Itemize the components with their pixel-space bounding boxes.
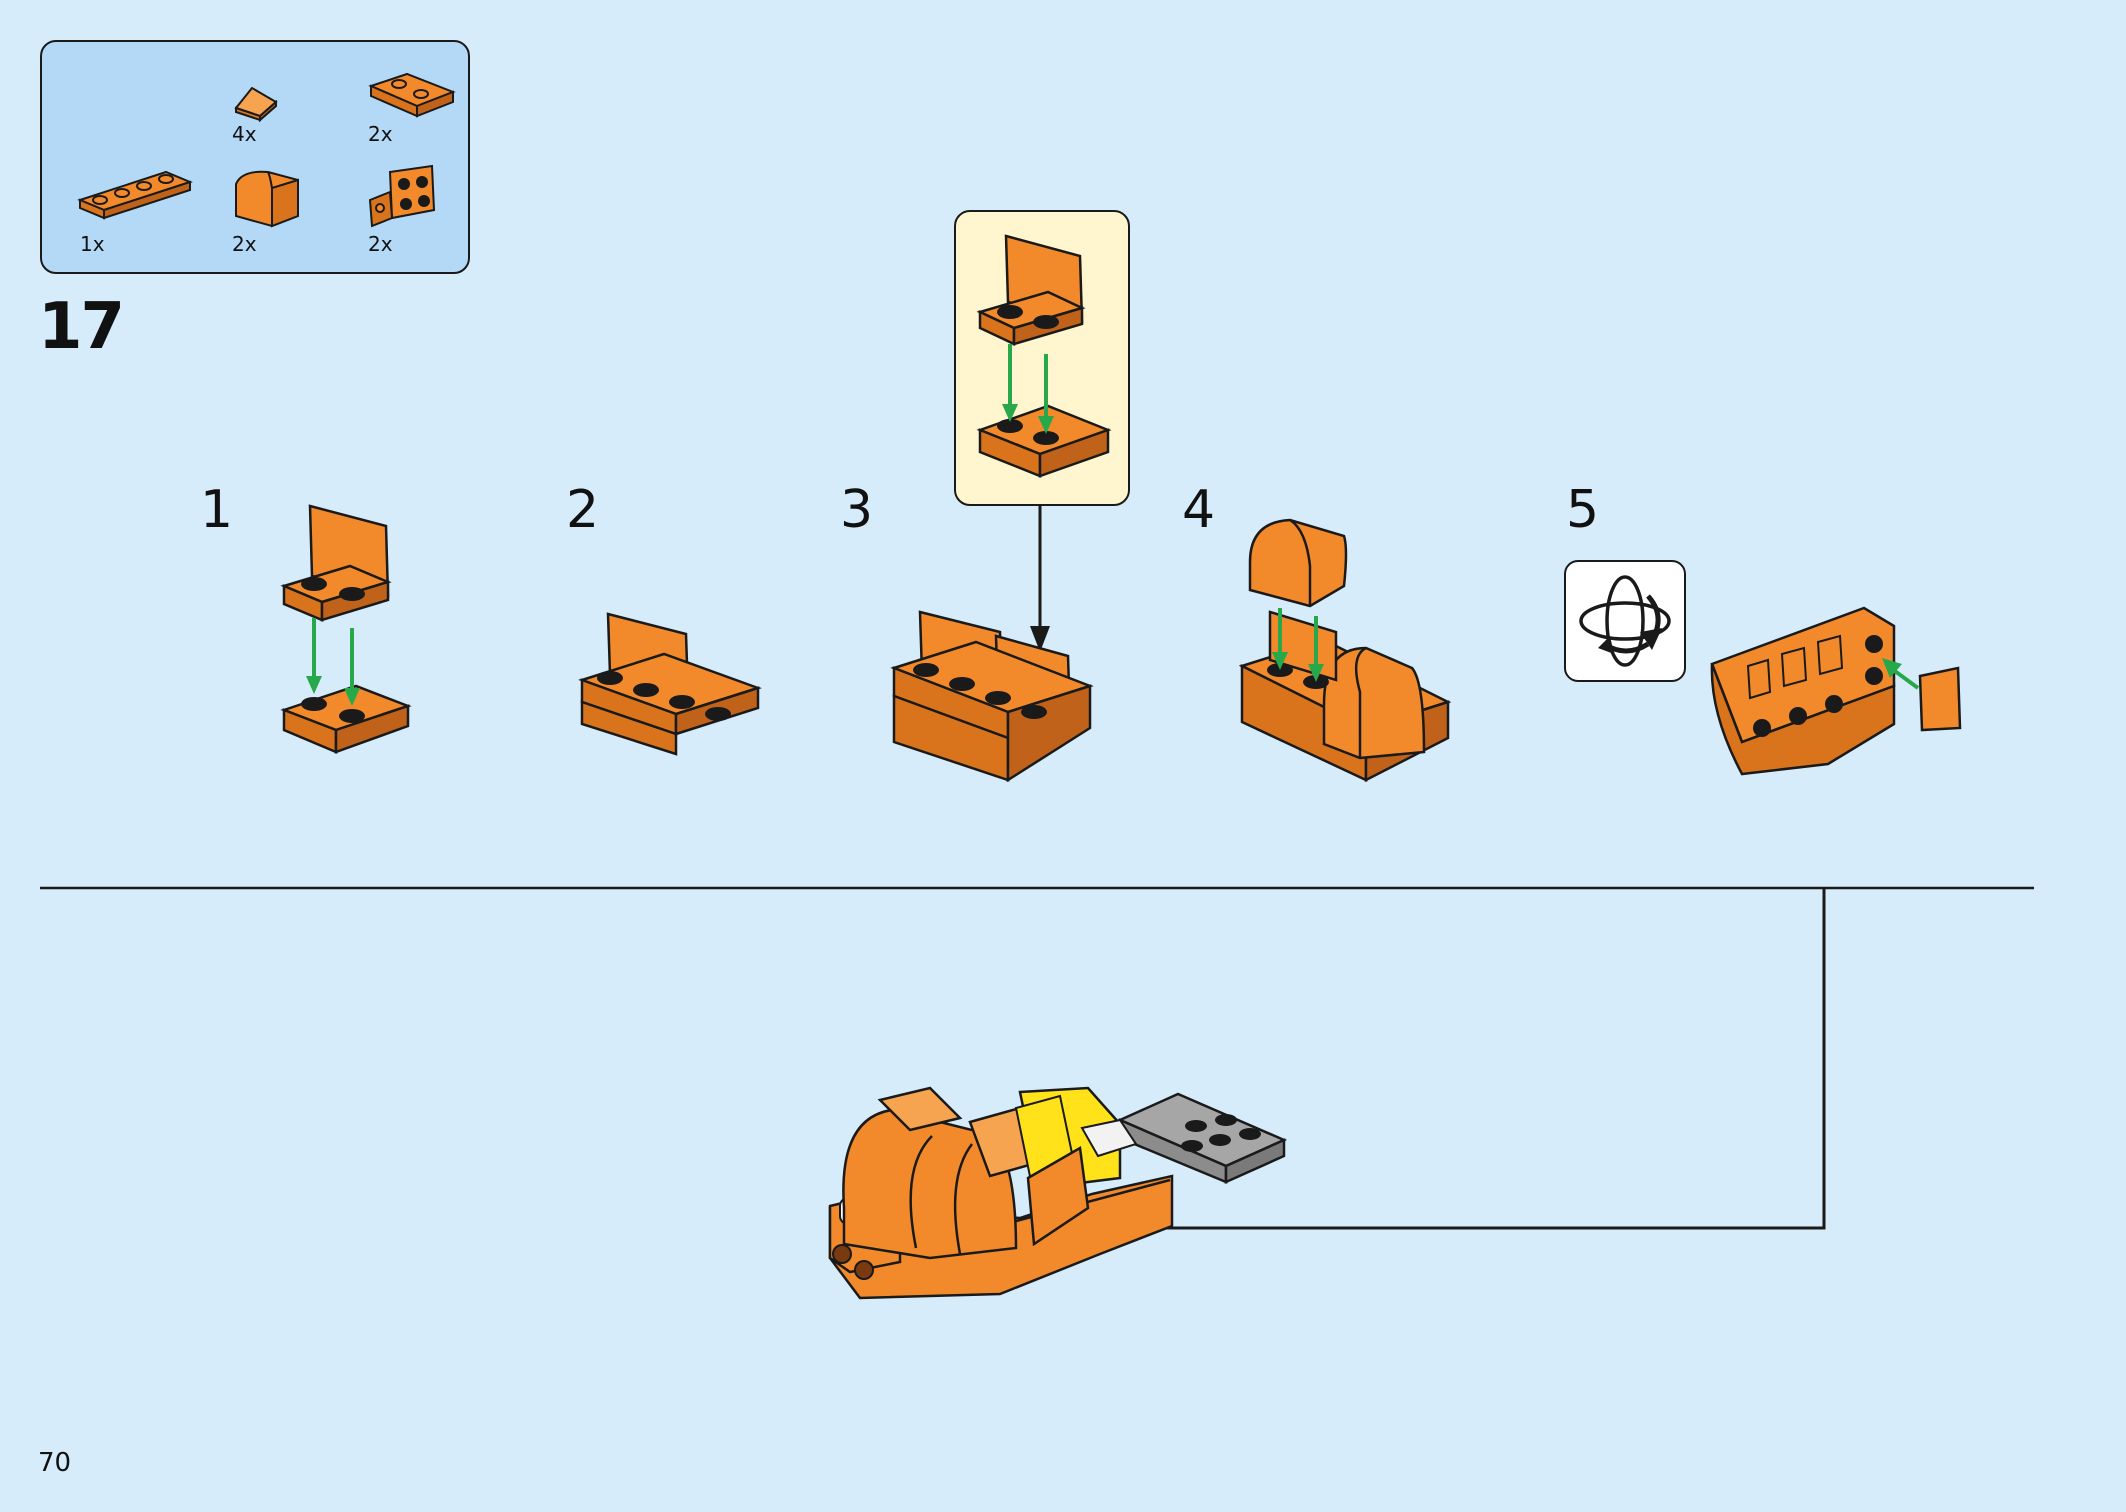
- callout-connector-arrow: [1030, 506, 1050, 652]
- part-qty-slope: 4x: [232, 122, 257, 146]
- page-number: 70: [38, 1448, 72, 1478]
- plate-2x2-icon: [368, 72, 456, 118]
- substep-3-illustration: [890, 610, 1094, 783]
- curved-brick-icon: [235, 170, 299, 228]
- slope-brick-icon: [234, 86, 278, 123]
- section-divider: [40, 886, 2034, 890]
- substep-2-illustration: [578, 612, 762, 756]
- substep-1-illustration: [280, 504, 412, 754]
- rotate-model-indicator: [1564, 560, 1686, 682]
- parts-list-box: 4x 2x 1x 2x 2x: [40, 40, 470, 274]
- substep-5-number: 5: [1566, 480, 1600, 540]
- bracket-plate-icon: [368, 164, 436, 228]
- step-number: 17: [38, 290, 125, 364]
- rotate-icon: [1579, 575, 1671, 667]
- plate-1x4-icon: [77, 170, 193, 220]
- substep-2-number: 2: [566, 480, 600, 540]
- part-qty-bracket-plate: 2x: [368, 232, 393, 256]
- part-qty-curved-brick: 2x: [232, 232, 257, 256]
- main-model-illustration: [828, 1086, 1288, 1300]
- substep-4-number: 4: [1182, 480, 1216, 540]
- substep-4-illustration: [1238, 518, 1452, 783]
- subassembly-bracket-on-plate-illustration: [976, 234, 1112, 478]
- substep-5-illustration: [1710, 606, 1962, 776]
- part-qty-plate-1x4: 1x: [80, 232, 105, 256]
- substep-3-number: 3: [840, 480, 874, 540]
- part-qty-plate-2x2: 2x: [368, 122, 393, 146]
- substep-1-number: 1: [200, 480, 234, 540]
